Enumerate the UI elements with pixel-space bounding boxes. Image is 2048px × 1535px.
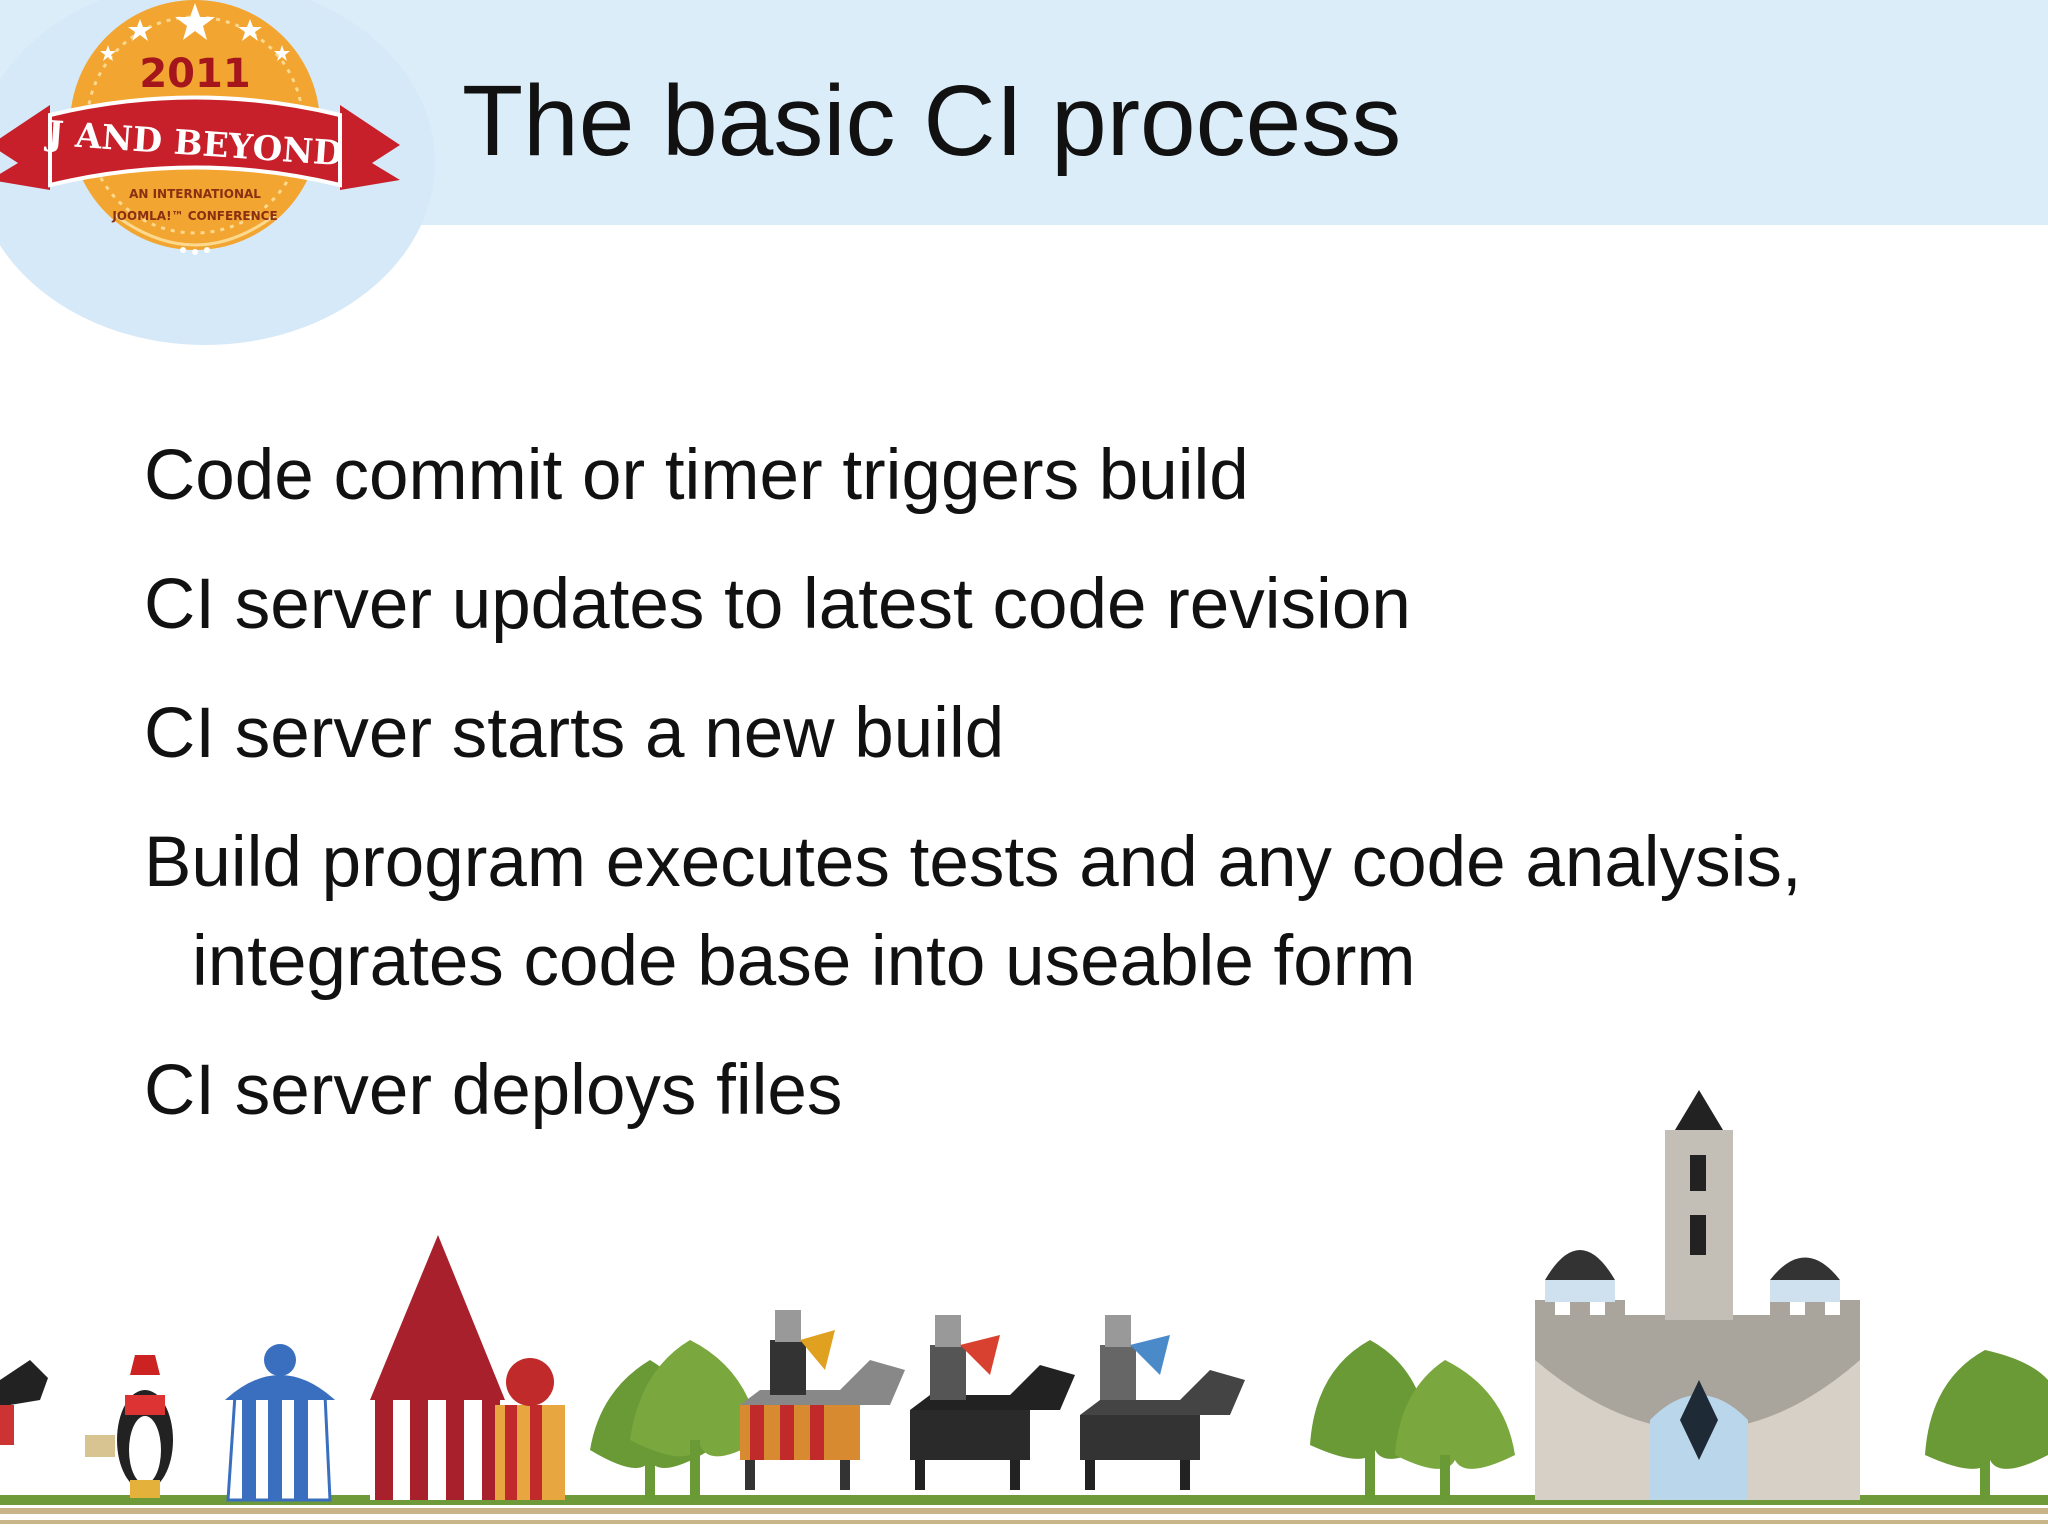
bullet-item: Build program executes tests and any cod… <box>144 827 1964 997</box>
bullet-item: CI server starts a new build <box>144 698 1964 769</box>
logo-subtitle-line1: AN INTERNATIONAL <box>129 187 261 201</box>
tree-icon <box>1395 1360 1515 1500</box>
logo-subtitle-line2: JOOMLA!™ CONFERENCE <box>111 209 277 223</box>
knight-rider-icon <box>740 1310 905 1490</box>
castle-icon <box>1535 1090 1860 1500</box>
orange-tent-icon <box>495 1358 565 1500</box>
bullet-item: Code commit or timer triggers build <box>144 440 1964 511</box>
bullet-text-continuation: integrates code base into useable form <box>192 922 1416 1001</box>
horse-icon <box>0 1360 48 1445</box>
herald-penguin-icon <box>85 1355 173 1498</box>
knight-rider-icon <box>910 1315 1075 1490</box>
bullet-text: CI server updates to latest code revisio… <box>144 565 1411 644</box>
bullet-text: CI server starts a new build <box>144 694 1005 773</box>
bullet-list: Code commit or timer triggers build CI s… <box>144 440 1964 1184</box>
conference-logo-icon: 2011 J AND BEYOND AN INTERNATIONAL JOOML… <box>0 0 400 255</box>
medieval-scene-illustration <box>0 1090 2048 1524</box>
slide-title: The basic CI process <box>462 65 1402 177</box>
bullet-text: Build program executes tests and any cod… <box>144 823 1802 902</box>
red-tent-icon <box>370 1235 505 1500</box>
logo-badge: 2011 J AND BEYOND AN INTERNATIONAL JOOML… <box>0 0 435 345</box>
bullet-text: CI server deploys files <box>144 1051 843 1130</box>
tree-icon <box>630 1340 760 1500</box>
bullet-text: Code commit or timer triggers build <box>144 436 1249 515</box>
bullet-item: CI server deploys files <box>144 1055 1964 1126</box>
tree-icon <box>1925 1350 2048 1500</box>
grass-strip <box>0 1495 2048 1505</box>
blue-tent-icon <box>225 1344 335 1502</box>
logo-year: 2011 <box>139 51 250 97</box>
bullet-item: CI server updates to latest code revisio… <box>144 569 1964 640</box>
knight-rider-icon <box>1080 1315 1245 1490</box>
